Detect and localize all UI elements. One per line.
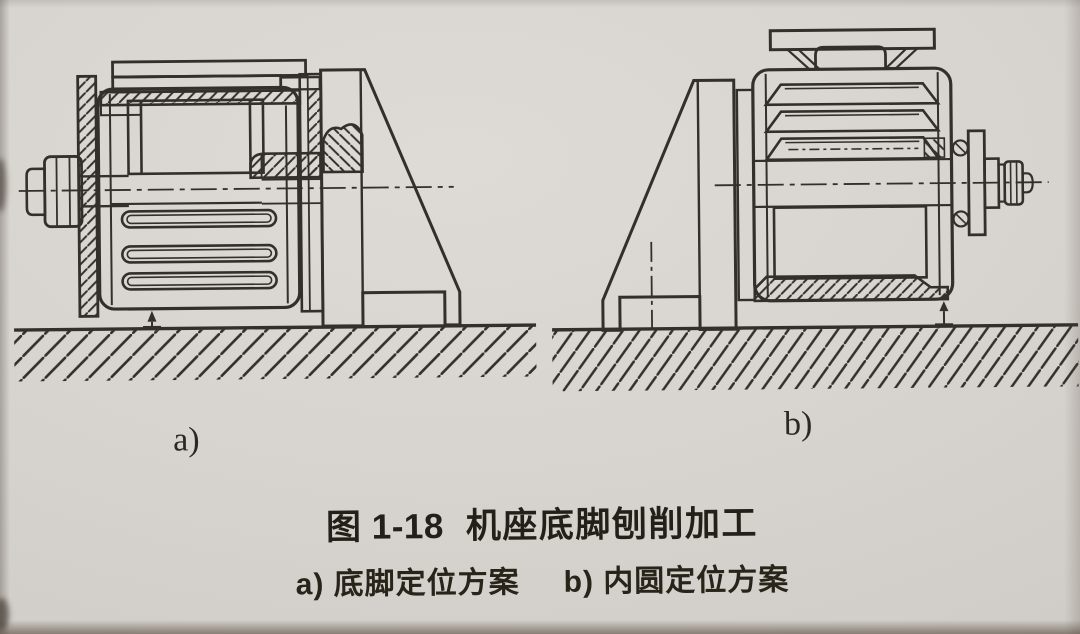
subcaption-a: a) 底脚定位方案 [295, 566, 520, 602]
photo-edge-shadow-bottom [0, 620, 1080, 634]
diagram-a [14, 58, 537, 382]
panel-a-label: a) [172, 421, 200, 459]
shaft-nut-a [25, 155, 84, 229]
ground-b [552, 323, 1079, 392]
centerline-b [714, 181, 1049, 187]
clamp-pad-a [321, 123, 364, 174]
photo-edge-shadow-top [0, 0, 1080, 8]
ground-a [14, 323, 537, 382]
foot-slab-b [753, 274, 950, 303]
shaft-hub-a [249, 151, 322, 205]
figure-title: 机座底脚刨削加工 [465, 503, 759, 546]
angle-plate-b [601, 78, 757, 332]
subcaption-b: b) 内圆定位方案 [563, 563, 790, 599]
photo-corner-smudge [0, 598, 9, 630]
figure-caption: 图 1-18 机座底脚刨削加工 [2, 492, 1080, 553]
datum-line-b [650, 241, 653, 328]
shaft-a [25, 155, 262, 229]
machine-base-a [96, 85, 302, 311]
cooling-fins-b [763, 82, 946, 162]
stator-window-a [126, 98, 265, 176]
top-pad-b [768, 27, 936, 71]
figure-number: 图 1-18 [325, 506, 445, 548]
end-plate-right-a [298, 72, 325, 313]
diagram-b [552, 27, 1079, 392]
clamp-plate-left-a [76, 74, 100, 318]
terminal-box-b [814, 45, 888, 70]
machine-base-b [751, 27, 955, 303]
clamp-bars-top-a [99, 58, 321, 117]
photo-edge-smudge [0, 158, 6, 212]
angle-plate-a [319, 68, 462, 328]
photo-edge-shadow-left [0, 0, 10, 634]
centerline-a [18, 185, 454, 192]
support-point-a [143, 310, 162, 329]
support-point-b [935, 301, 954, 327]
photo-edge-shadow-right [1064, 0, 1080, 634]
cooling-fins-a [120, 208, 278, 291]
stator-window-b [772, 204, 928, 281]
panel-b-label: b) [783, 405, 813, 443]
